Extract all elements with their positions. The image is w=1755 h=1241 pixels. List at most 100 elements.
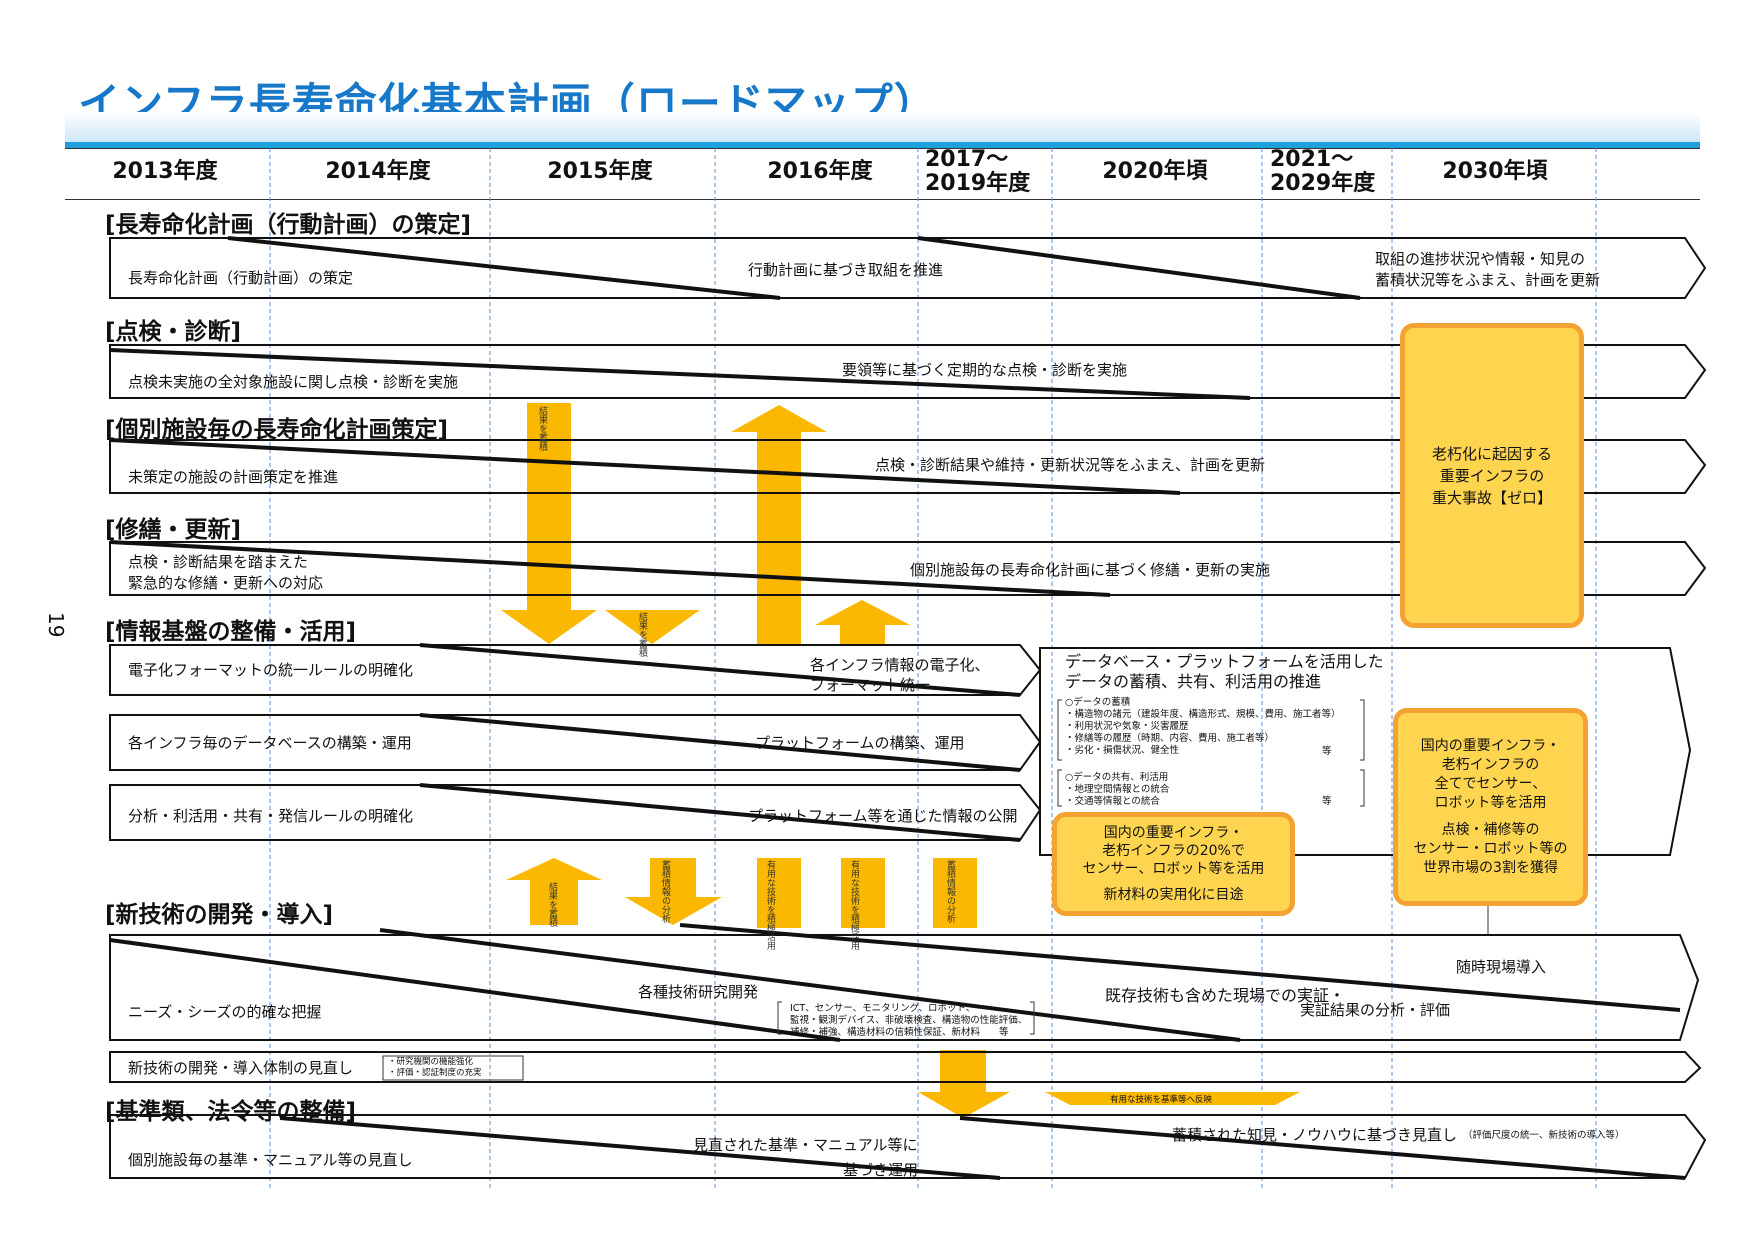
standards-end-note: （評価尺度の統一、新技術の導入等）: [1463, 1130, 1625, 1141]
heading-action-plan: [長寿命化計画（行動計画）の策定]: [105, 212, 472, 238]
year-2030: 2030年頃: [1442, 159, 1548, 184]
goal-zero-accident: 老朽化に起因する 重要インフラの 重大事故【ゼロ】: [1400, 323, 1584, 628]
chevron-tech-2: [109, 1051, 1702, 1083]
tech-row2-list: ・研究機関の機能強化 ・評価・認証制度の充実: [388, 1057, 482, 1079]
action-plan-start: 長寿命化計画（行動計画）の策定: [128, 269, 354, 287]
down-arrow-tech: [625, 897, 722, 925]
up-arrow-tech: [506, 858, 602, 925]
goal-line: 重大事故【ゼロ】: [1431, 488, 1552, 507]
inspection-end: 要領等に基づく定期的な点検・診断を実施: [842, 361, 1128, 379]
feedback-label: 有用な技術を基準等へ反映: [1110, 1095, 1213, 1105]
down-arrow-analysis: [605, 610, 700, 644]
year-2021-2029: 2021～ 2029年度: [1270, 147, 1376, 196]
goal-2030: 国内の重要インフラ・ 老朽インフラの 全てでセンサー、 ロボット等を活用 点検・…: [1393, 708, 1588, 906]
goal-line: 全てでセンサー、: [1434, 775, 1547, 792]
list-item: ・地理空間情報との統合: [1065, 784, 1170, 795]
standards-mid-1: 見直された基準・マニュアル等に: [693, 1136, 918, 1154]
list-item: ・利用状況や気象・災害履歴: [1065, 721, 1189, 732]
diag: [109, 938, 841, 1042]
tech-row1-mid: 各種技術研究開発: [638, 983, 759, 1001]
goal-line: 老朽化に起因する: [1431, 444, 1552, 463]
repair-end: 個別施設毎の長寿命化計画に基づく修繕・更新の実施: [910, 561, 1271, 579]
info-row2-end: プラットフォームの構築、運用: [755, 734, 965, 752]
data-accumulation-list: ○データの蓄積 ・構造物の諸元（建設年度、構造形式、規模、費用、施工者等） ・利…: [1065, 697, 1341, 757]
facility-plan-start: 未策定の施設の計画策定を推進: [128, 468, 339, 486]
up-arrow-2016: [731, 405, 827, 440]
year-2014: 2014年度: [325, 159, 431, 184]
tech-phase-2: 実証結果の分析・評価: [1300, 1001, 1451, 1019]
list-a-etc: 等: [1322, 746, 1332, 757]
goal-line: 老朽インフラの20%で: [1102, 843, 1245, 859]
heading-inspection: [点検・診断]: [105, 319, 242, 345]
goal-line: ロボット等を活用: [1434, 794, 1547, 811]
title-rule: [65, 142, 1700, 148]
chevron-info-1: [109, 644, 1042, 696]
goal-line: センサー・ロボット等の: [1413, 840, 1568, 857]
phase-diagonals: [109, 236, 1686, 1180]
goal-line: 世界市場の3割を獲得: [1423, 859, 1558, 876]
chevron-action-plan: [109, 237, 1707, 299]
action-plan-end-2: 蓄積状況等をふまえ、計画を更新: [1375, 271, 1601, 289]
info-row3-start: 分析・利活用・共有・発信ルールの明確化: [128, 807, 414, 825]
roadmap-chevrons: [109, 237, 1707, 1179]
goal-line: 国内の重要インフラ・: [1103, 825, 1244, 841]
feedback-arrow: [1045, 1092, 1300, 1105]
heading-standards: [基準類、法令等の整備]: [105, 1099, 357, 1125]
label-accumulate-1: 結果を蓄積: [537, 406, 547, 451]
diag: [109, 348, 1251, 400]
repair-start-2: 緊急的な修繕・更新への対応: [128, 574, 324, 592]
repair-start-1: 点検・診断結果を踏まえた: [128, 553, 309, 571]
bracket: [777, 1001, 782, 1035]
bracket: [1030, 1001, 1035, 1035]
diag: [679, 923, 1681, 1012]
list-item: ○データの蓄積: [1065, 697, 1131, 708]
bracket: [1057, 699, 1062, 761]
year-2013: 2013年度: [112, 159, 218, 184]
inspection-start: 点検未実施の全対象施設に関し点検・診断を実施: [128, 373, 459, 391]
list-item: ・修繕等の履歴（時期、内容、費用、施工者等）: [1065, 733, 1275, 744]
list-item: ・研究機関の機能強化: [388, 1057, 474, 1067]
down-arrow-analysis-shaft: [630, 610, 675, 611]
chevron-info-big: [1039, 647, 1692, 856]
diag: [109, 438, 1181, 495]
list-brackets: [382, 699, 1489, 1081]
goal-line: 国内の重要インフラ・: [1420, 737, 1561, 754]
info-row1-end-2: フォーマット統一: [810, 676, 931, 694]
year-2016: 2016年度: [767, 159, 873, 184]
label-analyze-1: 蓄積情報の分析: [660, 860, 670, 923]
year-2017-2019: 2017～ 2019年度: [925, 147, 1031, 196]
bracket: [1360, 769, 1365, 807]
tech-list: ICT、センサー、モニタリング、ロボット、 監視・観測デバイス、非破壊検査、構造…: [790, 1003, 1027, 1039]
diag: [419, 783, 1021, 842]
heading-info: [情報基盤の整備・活用]: [105, 619, 357, 645]
year-2015: 2015年度: [547, 159, 653, 184]
label-analyze-2: 蓄積情報の分析: [945, 860, 955, 923]
label-useful-2: 有用な技術を積極活用: [849, 860, 859, 950]
list-item: 補修・補強、構造材料の信頼性保証、新材料 等: [790, 1027, 1009, 1038]
bracket: [1360, 699, 1365, 761]
accumulate-bar: [527, 403, 571, 538]
diag: [109, 540, 1111, 597]
bracket: [1057, 769, 1062, 807]
goal-2020: 国内の重要インフラ・ 老朽インフラの20%で センサー、ロボット等を活用 新材料…: [1052, 812, 1295, 916]
year-2020: 2020年頃: [1102, 159, 1208, 184]
title-banner: [65, 112, 1700, 142]
action-plan-middle: 行動計画に基づき取組を推進: [748, 261, 944, 279]
diag: [419, 643, 1021, 697]
list-b-etc: 等: [1322, 796, 1332, 807]
heading-facility-plan: [個別施設毎の長寿命化計画策定]: [105, 417, 449, 443]
info-row3-end: プラットフォーム等を通じた情報の公開: [748, 807, 1018, 825]
bar-accum-2017: [933, 858, 977, 928]
goal-line: [1057, 878, 1290, 886]
heading-tech: [新技術の開発・導入]: [105, 902, 334, 928]
diag: [227, 236, 781, 300]
goal-line: 重要インフラの: [1439, 466, 1545, 485]
label-accumulate-2: 結果を蓄積: [637, 612, 647, 657]
goal-line: 新材料の実用化に目途: [1103, 887, 1244, 903]
diag: [419, 713, 1021, 772]
info-row2-start: 各インフラ毎のデータベースの構築・運用: [128, 734, 412, 752]
diag: [379, 928, 1241, 1042]
tech-phase-1: 既存技術も含めた現場での実証・: [1105, 986, 1346, 1005]
diag: [959, 1116, 1686, 1180]
